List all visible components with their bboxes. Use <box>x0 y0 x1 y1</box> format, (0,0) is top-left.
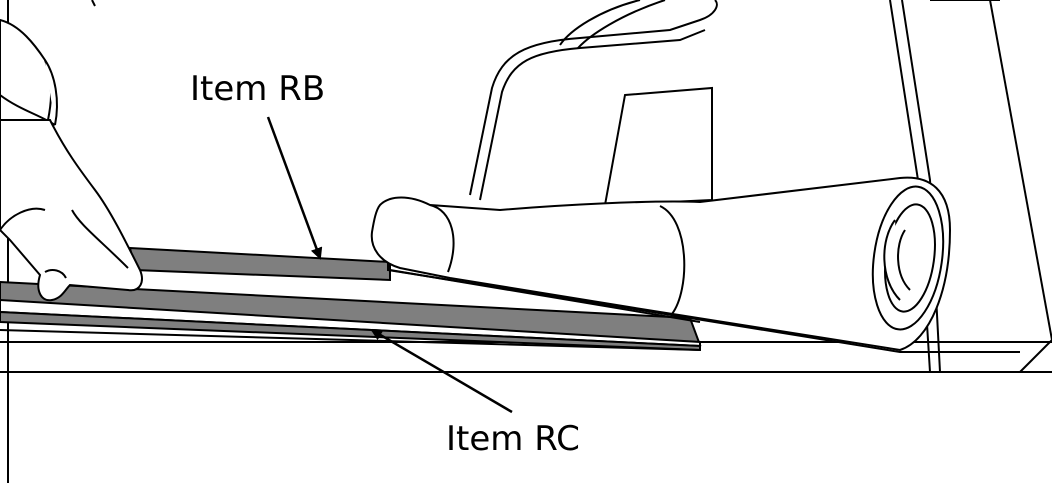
label-item-rc: Item RC <box>446 419 580 459</box>
strip-rc <box>0 280 702 352</box>
rolled-sheet-illustration <box>370 176 952 352</box>
strip-rb <box>128 246 391 282</box>
arrow-item-rb <box>266 116 323 260</box>
callout-arrows <box>266 116 513 414</box>
sheet-flat <box>387 262 1020 353</box>
arrow-item-rc <box>370 328 513 414</box>
hand-illustration <box>0 0 143 302</box>
label-item-rb: Item RB <box>190 69 325 109</box>
